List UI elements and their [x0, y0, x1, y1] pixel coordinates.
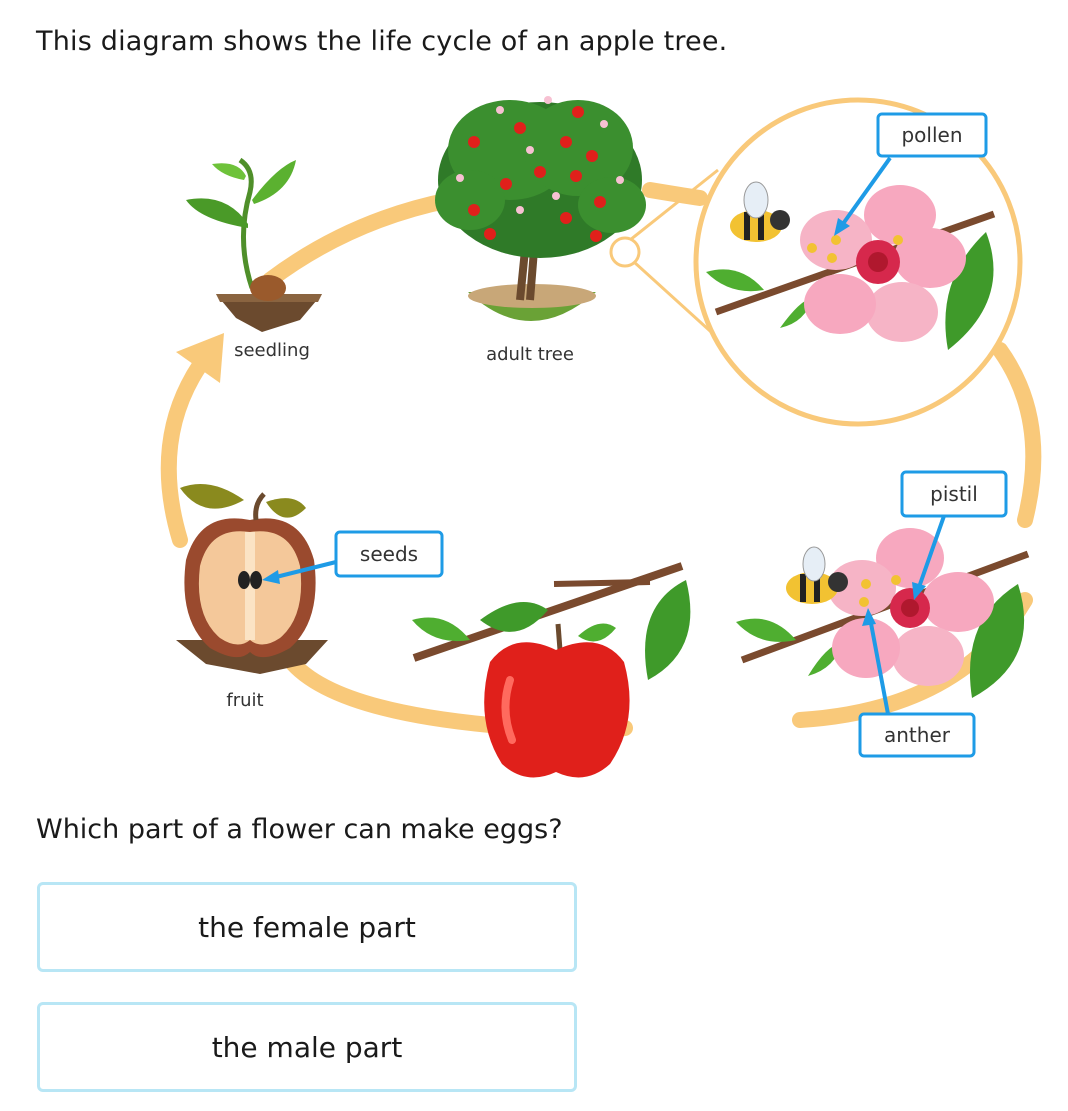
magnified-flower-illustration [706, 185, 996, 350]
answer-choice-female-part[interactable]: the female part [37, 882, 577, 972]
label-adult-tree: adult tree [486, 344, 574, 365]
cycle-arrowhead [176, 333, 224, 383]
bee-icon-2 [786, 546, 848, 604]
callout-anther: anther [858, 608, 976, 758]
zoom-source-circle [609, 236, 641, 268]
callout-pollen: pollen [834, 112, 988, 236]
callout-seeds: seeds [262, 530, 444, 584]
intro-text: This diagram shows the life cycle of an … [36, 26, 728, 57]
apple-illustration [412, 562, 691, 778]
seedling-illustration [186, 157, 322, 332]
pollination-flower-illustration [736, 528, 1030, 698]
callout-pollen-label: pollen [901, 123, 962, 147]
label-seedling: seedling [234, 340, 310, 361]
fruit-illustration [176, 484, 328, 674]
adult-tree-illustration [435, 96, 646, 321]
callout-pistil: pistil [900, 470, 1008, 600]
callout-pistil-label: pistil [930, 482, 978, 506]
callout-seeds-label: seeds [360, 542, 418, 566]
answer-choice-male-part[interactable]: the male part [37, 1002, 577, 1092]
label-fruit: fruit [226, 690, 263, 711]
apple-life-cycle-diagram: seedling adult tree [160, 96, 1042, 778]
callout-anther-label: anther [884, 723, 951, 747]
bee-icon [730, 181, 790, 242]
question-text: Which part of a flower can make eggs? [36, 814, 563, 845]
